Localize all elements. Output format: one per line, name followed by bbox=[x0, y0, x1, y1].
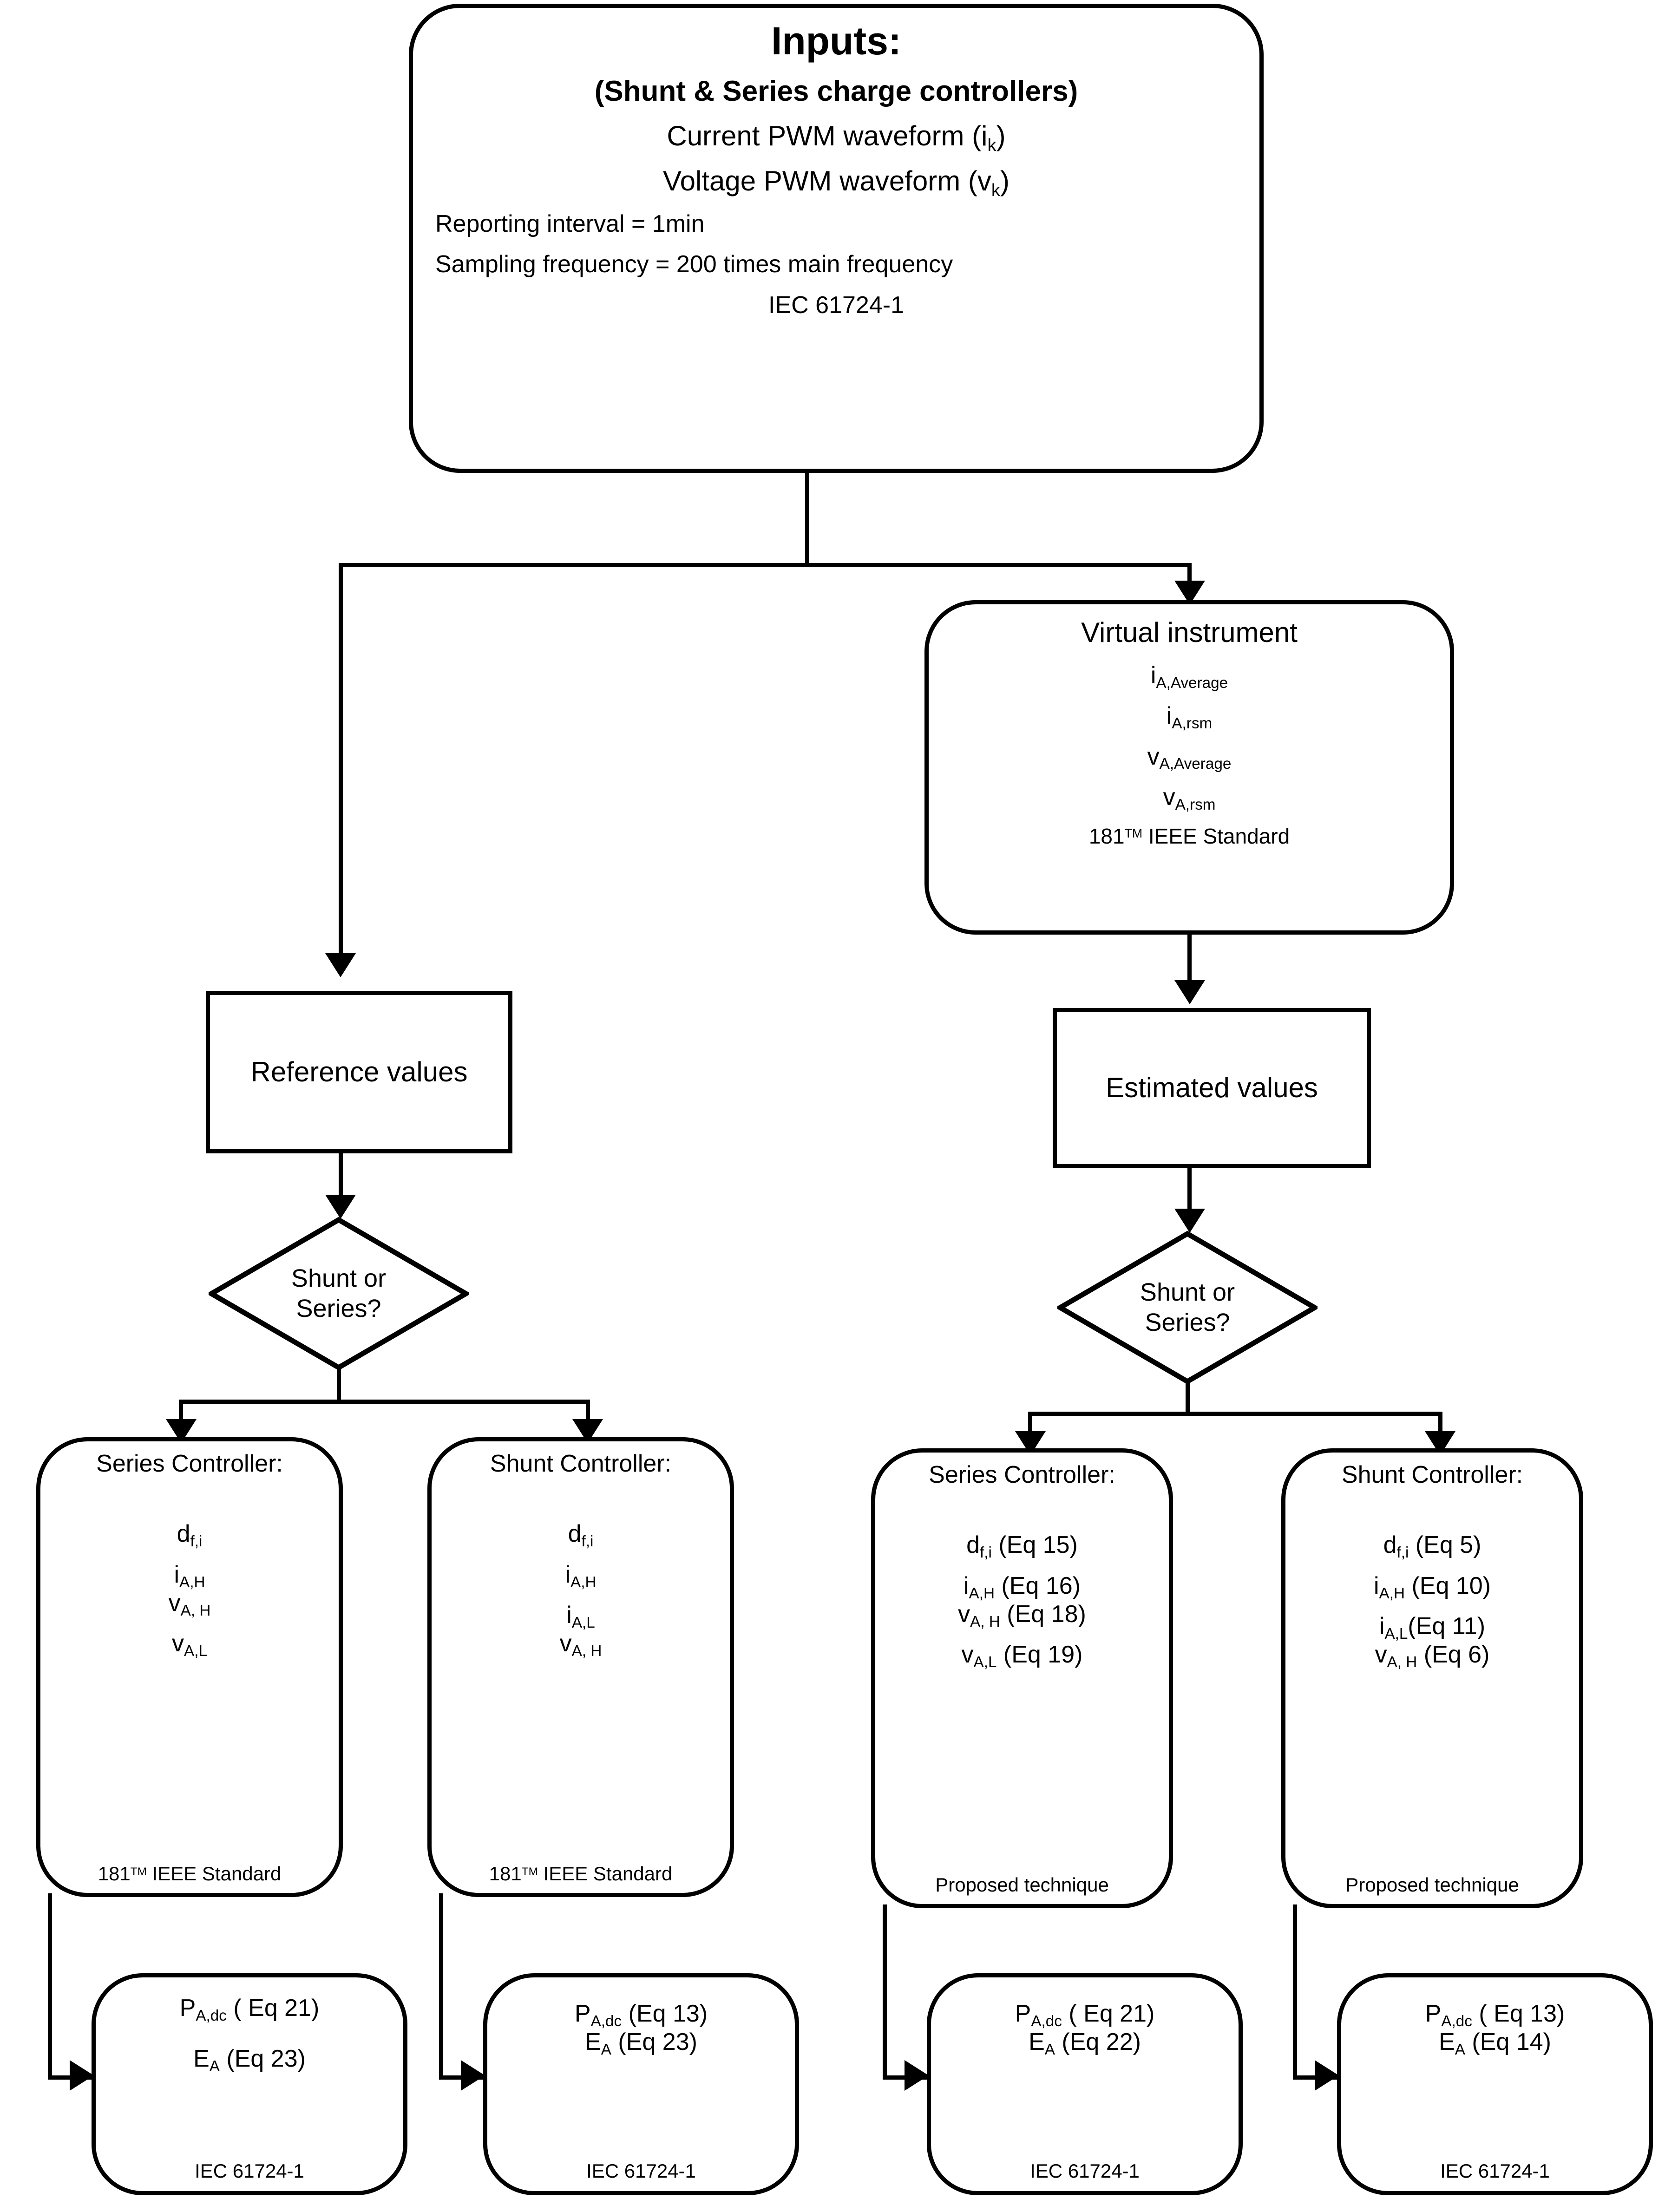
controller-item-0: df,i bbox=[177, 1520, 203, 1551]
result-energy: EA (Eq 14) bbox=[1439, 2029, 1551, 2059]
connector-decision-right-bus bbox=[1028, 1412, 1442, 1416]
controller-item-2: vA, H bbox=[168, 1590, 211, 1620]
arrow-to-estimated-values bbox=[1174, 980, 1205, 1004]
controller-item-2: iA,L bbox=[566, 1602, 595, 1632]
connector-inputs-bus bbox=[339, 563, 1192, 567]
virtual-instrument-quantity-i-average: iA,Average bbox=[1150, 661, 1228, 692]
virtual-instrument-node: Virtual instrument iA,Average iA,rsm vA,… bbox=[924, 600, 1454, 935]
connector-controller4-down bbox=[1293, 1904, 1297, 2079]
controller-item-3: vA,L bbox=[172, 1630, 207, 1660]
controller-node-shunt-estimated: Shunt Controller: df,i (Eq 5) iA,H (Eq 1… bbox=[1281, 1448, 1583, 1908]
estimated-values-node: Estimated values bbox=[1053, 1008, 1371, 1168]
virtual-instrument-quantity-v-average: vA,Average bbox=[1147, 743, 1232, 773]
decision-right-node: Shunt or Series? bbox=[1057, 1231, 1318, 1384]
inputs-sampling-frequency: Sampling frequency = 200 times main freq… bbox=[435, 251, 953, 278]
connector-estimated-to-decision bbox=[1187, 1168, 1192, 1218]
diamond-shape bbox=[1057, 1231, 1318, 1384]
arrow-to-result-2 bbox=[461, 2060, 485, 2091]
inputs-heading: Inputs: bbox=[771, 19, 901, 63]
connector-decision-left-leg-b bbox=[586, 1400, 590, 1422]
connector-controller1-down bbox=[48, 1893, 52, 2079]
virtual-instrument-quantity-v-rsm: vA,rsm bbox=[1163, 783, 1216, 813]
result-power: PA,dc ( Eq 21) bbox=[179, 1995, 320, 2024]
estimated-values-label: Estimated values bbox=[1106, 1072, 1318, 1104]
arrow-to-result-4 bbox=[1315, 2060, 1339, 2091]
controller-item-1: iA,H (Eq 10) bbox=[1373, 1572, 1491, 1602]
inputs-node: Inputs: (Shunt & Series charge controlle… bbox=[409, 4, 1264, 473]
arrow-to-result-1 bbox=[70, 2060, 94, 2091]
decision-left-node: Shunt or Series? bbox=[209, 1217, 469, 1370]
controller-item-2: iA,L(Eq 11) bbox=[1379, 1613, 1486, 1643]
decision-right-label: Shunt or Series? bbox=[1140, 1278, 1235, 1336]
controller-item-0: df,i bbox=[568, 1520, 594, 1551]
result-standard: IEC 61724-1 bbox=[586, 2160, 696, 2182]
controller-footer-technique: Proposed technique bbox=[935, 1874, 1109, 1896]
arrow-to-decision-left bbox=[325, 1195, 356, 1219]
connector-decision-right-stem bbox=[1186, 1381, 1190, 1415]
controller-title: Shunt Controller: bbox=[1341, 1461, 1523, 1488]
controller-node-series-reference: Series Controller: df,i iA,H vA, H vA,L … bbox=[36, 1437, 343, 1897]
controller-footer-standard: 181TM IEEE Standard bbox=[489, 1863, 673, 1885]
arrow-to-reference-values bbox=[325, 953, 356, 977]
result-energy: EA (Eq 23) bbox=[193, 2045, 306, 2075]
result-energy: EA (Eq 22) bbox=[1029, 2029, 1141, 2059]
controller-item-3: vA, H (Eq 6) bbox=[1375, 1641, 1490, 1671]
controller-item-3: vA,L (Eq 19) bbox=[961, 1641, 1083, 1671]
controller-node-shunt-reference: Shunt Controller: df,i iA,H iA,L vA, H 1… bbox=[427, 1437, 734, 1897]
controller-item-1: iA,H (Eq 16) bbox=[963, 1572, 1081, 1602]
controller-item-1: iA,H bbox=[565, 1561, 597, 1591]
result-node-1: PA,dc ( Eq 21) EA (Eq 23) IEC 61724-1 bbox=[92, 1973, 407, 2195]
connector-decision-right-leg-b bbox=[1438, 1412, 1442, 1434]
arrow-to-decision-right bbox=[1174, 1209, 1205, 1233]
arrow-to-result-3 bbox=[905, 2060, 929, 2091]
result-power: PA,dc ( Eq 13) bbox=[1425, 2000, 1565, 2030]
inputs-subheading: (Shunt & Series charge controllers) bbox=[594, 75, 1078, 108]
virtual-instrument-standard: 181TM IEEE Standard bbox=[1088, 824, 1290, 849]
controller-item-2: vA, H (Eq 18) bbox=[958, 1601, 1086, 1631]
result-power: PA,dc ( Eq 21) bbox=[1015, 2000, 1155, 2030]
controller-item-0: df,i (Eq 15) bbox=[966, 1531, 1078, 1562]
connector-vi-to-estimated bbox=[1187, 935, 1192, 986]
controller-item-0: df,i (Eq 5) bbox=[1383, 1531, 1481, 1562]
result-node-3: PA,dc ( Eq 21) EA (Eq 22) IEC 61724-1 bbox=[927, 1973, 1243, 2195]
inputs-standard: IEC 61724-1 bbox=[768, 291, 904, 319]
result-power: PA,dc (Eq 13) bbox=[574, 2000, 708, 2030]
controller-footer-standard: 181TM IEEE Standard bbox=[98, 1863, 282, 1885]
inputs-current-waveform: Current PWM waveform (ik) bbox=[667, 120, 1006, 155]
result-node-4: PA,dc ( Eq 13) EA (Eq 14) IEC 61724-1 bbox=[1337, 1973, 1653, 2195]
reference-values-node: Reference values bbox=[206, 991, 512, 1153]
diamond-shape bbox=[209, 1217, 469, 1370]
connector-left-branch bbox=[339, 563, 343, 955]
connector-controller3-down bbox=[883, 1904, 887, 2079]
connector-decision-left-leg-a bbox=[179, 1400, 183, 1422]
controller-title: Shunt Controller: bbox=[490, 1450, 672, 1477]
inputs-voltage-waveform: Voltage PWM waveform (vk) bbox=[662, 165, 1010, 200]
connector-decision-left-bus bbox=[179, 1400, 590, 1404]
result-node-2: PA,dc (Eq 13) EA (Eq 23) IEC 61724-1 bbox=[483, 1973, 799, 2195]
result-standard: IEC 61724-1 bbox=[195, 2160, 304, 2182]
decision-left-label: Shunt or Series? bbox=[291, 1264, 387, 1322]
connector-inputs-stem bbox=[805, 473, 809, 567]
reference-values-label: Reference values bbox=[250, 1056, 468, 1087]
virtual-instrument-quantity-i-rsm: iA,rsm bbox=[1166, 702, 1213, 733]
connector-controller2-down bbox=[439, 1893, 443, 2079]
result-standard: IEC 61724-1 bbox=[1440, 2160, 1550, 2182]
connector-decision-left-stem bbox=[337, 1368, 341, 1403]
connector-decision-right-leg-a bbox=[1028, 1412, 1032, 1434]
controller-item-3: vA, H bbox=[559, 1630, 602, 1660]
controller-footer-technique: Proposed technique bbox=[1345, 1874, 1519, 1896]
controller-title: Series Controller: bbox=[929, 1461, 1115, 1488]
inputs-reporting-interval: Reporting interval = 1min bbox=[435, 210, 705, 237]
connector-reference-to-decision bbox=[339, 1153, 343, 1204]
virtual-instrument-heading: Virtual instrument bbox=[1081, 617, 1298, 648]
controller-title: Series Controller: bbox=[96, 1450, 283, 1477]
controller-item-1: iA,H bbox=[174, 1561, 205, 1591]
result-energy: EA (Eq 23) bbox=[585, 2029, 697, 2059]
controller-node-series-estimated: Series Controller: df,i (Eq 15) iA,H (Eq… bbox=[871, 1448, 1173, 1908]
result-standard: IEC 61724-1 bbox=[1030, 2160, 1140, 2182]
